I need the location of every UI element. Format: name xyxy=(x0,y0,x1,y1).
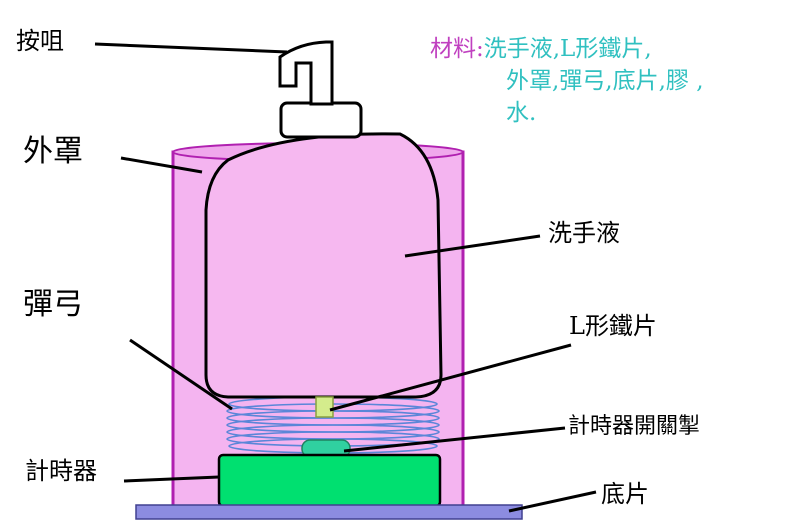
pump-cap xyxy=(279,101,363,139)
leader-spring xyxy=(129,338,233,411)
materials-note: 材料:洗手液,L形鐵片, 外罩,彈弓,底片,膠 , 水. xyxy=(430,33,790,126)
materials-items-3: 水. xyxy=(506,100,537,126)
base-plate xyxy=(135,504,523,520)
leader-base-plate xyxy=(508,490,597,513)
leader-timer xyxy=(123,475,220,483)
label-pump: 按咀 xyxy=(16,27,64,55)
leader-lines xyxy=(94,42,597,513)
leader-pump xyxy=(94,42,288,54)
materials-line-1: 材料:洗手液,L形鐵片, xyxy=(430,33,790,65)
label-outer-cover: 外罩 xyxy=(23,134,83,169)
leader-l-iron xyxy=(329,343,572,412)
materials-items-1: 洗手液,L形鐵片, xyxy=(483,36,652,62)
label-base-plate: 底片 xyxy=(601,480,649,508)
pump-nozzle xyxy=(278,40,334,106)
timer-box xyxy=(217,453,442,508)
leader-timer-switch xyxy=(343,426,566,453)
label-soap: 洗手液 xyxy=(548,219,620,247)
leader-outer-cover xyxy=(120,156,203,174)
label-l-iron: L形鐵片 xyxy=(569,312,657,340)
label-timer-switch: 計時器開關掣 xyxy=(568,414,701,439)
label-spring: 彈弓 xyxy=(23,287,83,322)
l-iron-piece xyxy=(315,396,334,418)
label-timer: 計時器 xyxy=(25,457,97,485)
soap-bottle xyxy=(204,132,443,399)
leader-soap xyxy=(404,234,541,258)
materials-items-2: 外罩,彈弓,底片,膠 , xyxy=(506,68,704,94)
materials-title: 材料: xyxy=(430,36,484,62)
